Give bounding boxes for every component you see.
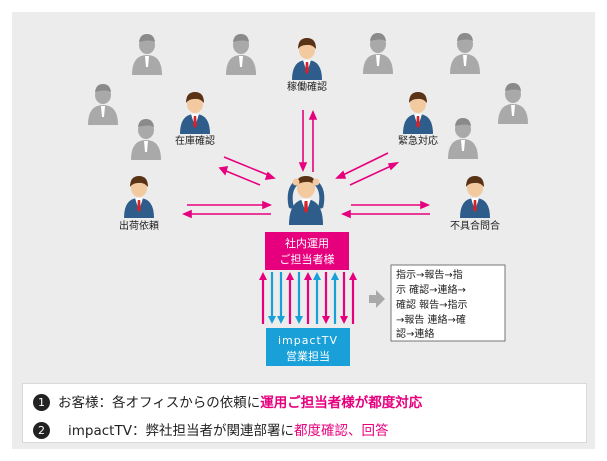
person-icon <box>448 118 478 159</box>
label-shukka: 出荷依頼 <box>119 219 159 232</box>
person-icon <box>450 33 480 74</box>
note-line: 認→連絡 <box>396 327 434 340</box>
label-kadou: 稼働確認 <box>287 80 327 93</box>
communication-arrows <box>259 272 357 324</box>
person-icon <box>88 84 118 125</box>
number-1-icon: 1 <box>33 394 50 411</box>
person-icon <box>363 33 393 74</box>
legend-item-2-highlight: 都度確認、回答 <box>293 423 389 439</box>
person-kinkyu-icon <box>403 92 433 134</box>
person-shukka-icon <box>124 176 154 218</box>
person-icon <box>132 34 162 75</box>
label-fuguai: 不具合問合 <box>450 219 500 232</box>
tantou-line1: 社内運用 <box>285 236 329 250</box>
person-icon <box>131 119 161 160</box>
background-panel <box>12 12 595 449</box>
legend-box: 1 お客様：各オフィスからの依頼に運用ご担当者様が都度対応 2 impactTV：弊… <box>22 383 587 443</box>
note-line: →報告 連絡→確 <box>396 313 466 326</box>
impact-line1: impactTV <box>278 334 338 347</box>
tantou-box <box>265 232 349 270</box>
impact-box <box>266 328 350 366</box>
legend-item-2: 2 impactTV：弊社担当者が関連部署に都度確認、回答 <box>33 419 388 439</box>
tantou-line2: ご担当者様 <box>280 252 335 266</box>
person-icon <box>226 34 256 75</box>
stressed-person-icon <box>287 176 325 225</box>
person-zaiko-icon <box>180 92 210 134</box>
note-line: 指示→報告→指 <box>396 268 463 281</box>
legend-item-1: 1 お客様：各オフィスからの依頼に運用ご担当者様が都度対応 <box>33 391 422 411</box>
note-line: 示 確認→連絡→ <box>396 283 466 296</box>
block-arrow-icon <box>369 290 385 308</box>
impact-line2: 営業担当 <box>286 349 330 363</box>
label-zaiko: 在庫確認 <box>175 134 215 147</box>
request-arrows <box>181 109 431 219</box>
note-line: 確認 報告→指示 <box>396 298 468 311</box>
legend-item-2-text: impactTV：弊社担当者が関連部署に <box>68 423 294 439</box>
note-text: 指示→報告→指 示 確認→連絡→ 確認 報告→指示 →報告 連絡→確 認→連絡 <box>396 268 471 340</box>
person-fuguai-icon <box>460 176 490 218</box>
note-box <box>390 264 506 342</box>
legend-item-1-text: お客様：各オフィスからの依頼に <box>58 395 261 411</box>
person-kadou-icon <box>292 38 322 80</box>
number-2-icon: 2 <box>33 422 50 439</box>
label-kinkyu: 緊急対応 <box>398 134 438 147</box>
person-icon <box>498 83 528 124</box>
legend-item-1-highlight: 運用ご担当者様が都度対応 <box>260 395 423 411</box>
